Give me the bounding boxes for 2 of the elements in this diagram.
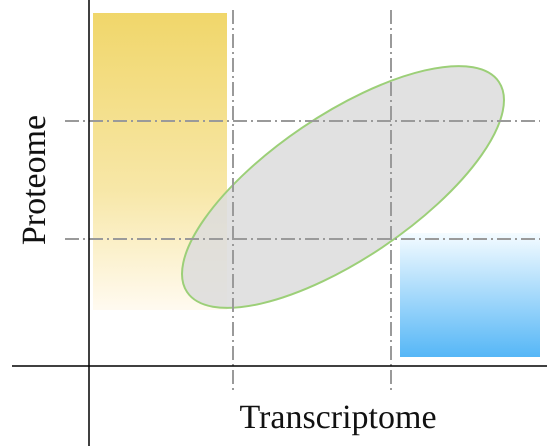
axis-title: Proteome <box>18 114 52 246</box>
axis-title: Transcriptome <box>239 401 437 435</box>
